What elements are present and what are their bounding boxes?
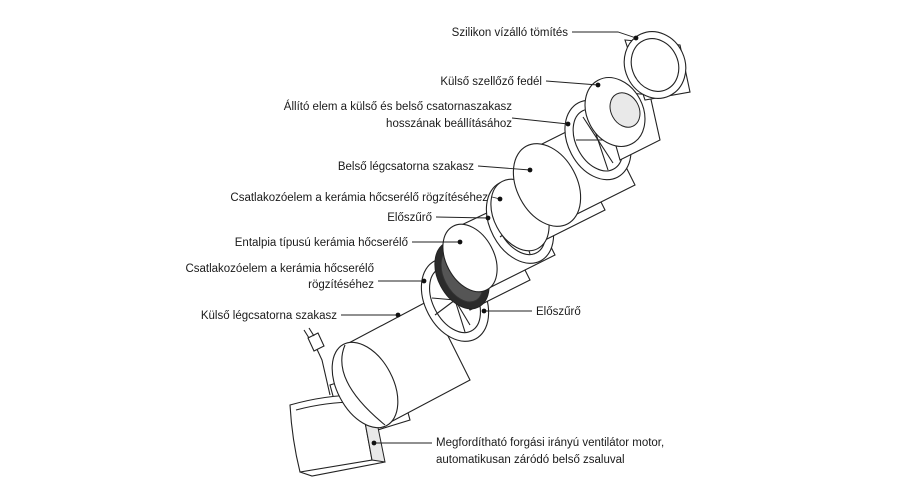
- label-connector-top: Csatlakozóelem a kerámia hőcserélő rögzí…: [230, 192, 488, 204]
- label-outer-duct: Külső légcsatorna szakasz: [201, 310, 337, 322]
- label-adjuster-line2: hosszának beállításához: [386, 118, 512, 130]
- label-silicone-seal: Szilikon vízálló tömítés: [452, 27, 569, 39]
- silicone-seal-part: [623, 31, 691, 101]
- label-ceramic-exchanger: Entalpia típusú kerámia hőcserélő: [235, 237, 408, 249]
- label-fan-line1: Megfordítható forgási irányú ventilátor …: [436, 437, 664, 449]
- outer-cover-part: [584, 77, 661, 161]
- label-connector-bottom-line2: rögzítéséhez: [308, 279, 374, 291]
- label-outer-cover: Külső szellőző fedél: [440, 76, 542, 88]
- label-connector-bottom-line1: Csatlakozóelem a kerámia hőcserélő: [185, 263, 374, 275]
- label-adjuster-line1: Állító elem a külső és belső csatornasza…: [284, 100, 512, 113]
- power-cable: [303, 327, 331, 396]
- outer-duct-section: [331, 299, 471, 429]
- label-fan-line2: automatikusan záródó belső zsaluval: [436, 454, 625, 466]
- label-prefilter-bottom: Előszűrő: [536, 306, 581, 318]
- leader-lines: [341, 31, 639, 446]
- label-prefilter-top: Előszűrő: [387, 212, 432, 224]
- label-inner-duct: Belső légcsatorna szakasz: [338, 161, 474, 173]
